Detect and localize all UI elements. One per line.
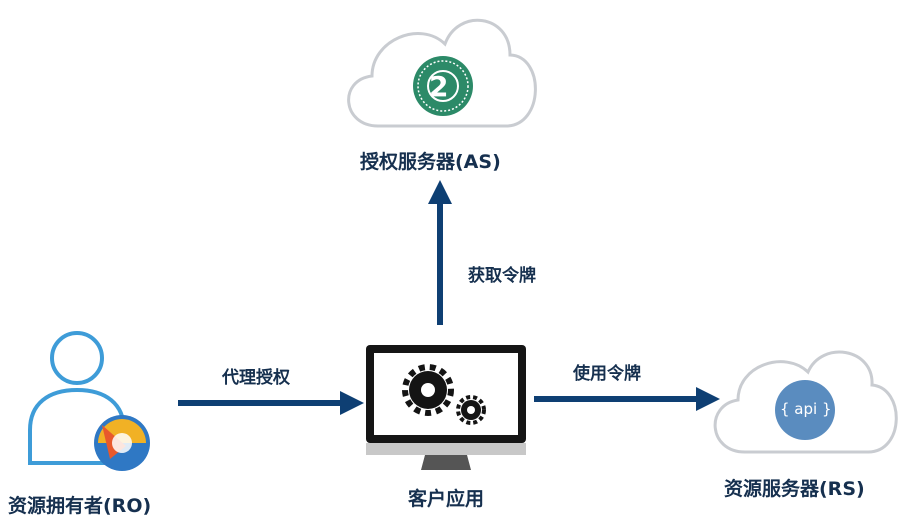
client-app-label: 客户应用 [408, 488, 485, 510]
browser-icon [94, 415, 150, 471]
resource-owner-label: 资源拥有者(RO) [8, 495, 152, 517]
api-badge-text: { api } [780, 400, 832, 418]
get-token-label: 获取令牌 [468, 266, 536, 286]
use-token-label: 使用令牌 [573, 364, 641, 384]
resource-server-label: 资源服务器(RS) [724, 478, 865, 500]
gear-icon [402, 364, 486, 425]
monitor-icon [366, 345, 526, 470]
auth-server-badge-text: 2 [429, 70, 449, 103]
auth-server-badge-icon [413, 56, 473, 116]
auth-server-label: 授权服务器(AS) [360, 151, 501, 173]
api-badge-icon [775, 380, 835, 440]
delegate-auth-label: 代理授权 [222, 368, 290, 388]
